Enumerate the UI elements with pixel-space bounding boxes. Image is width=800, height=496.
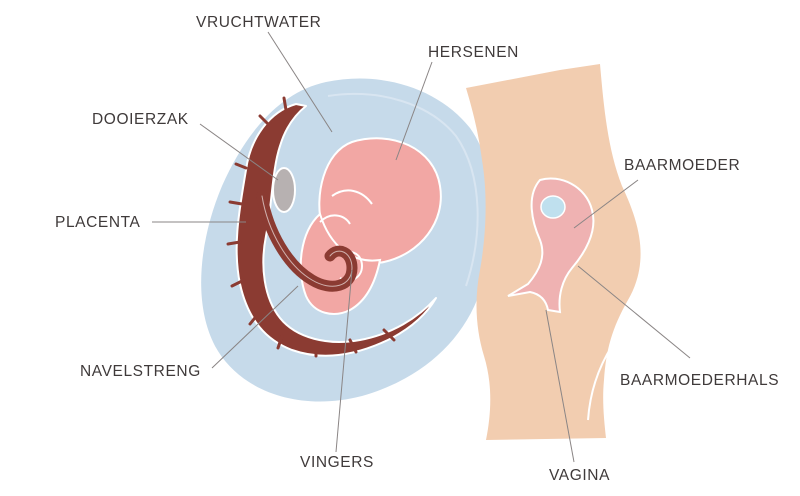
label-placenta: PLACENTA — [55, 214, 141, 231]
placenta-villi — [226, 96, 396, 358]
body-fold-line — [587, 345, 613, 421]
label-baarmoeder: BAARMOEDER — [624, 157, 740, 174]
dooierzak-leader — [199, 123, 279, 181]
yolk-sac — [272, 167, 296, 213]
label-navelstreng: NAVELSTRENG — [80, 363, 201, 380]
label-baarmoederhals: BAARMOEDERHALS — [620, 372, 779, 389]
embryo — [299, 137, 442, 315]
baarmoederhals-leader — [577, 265, 691, 359]
label-vruchtwater: VRUCHTWATER — [196, 14, 321, 31]
uterus-lumen — [540, 195, 566, 219]
label-vingers: VINGERS — [300, 454, 374, 471]
label-vagina: VAGINA — [549, 467, 610, 484]
navelstreng-leader — [211, 285, 299, 369]
vagina-leader — [545, 309, 575, 463]
label-dooierzak: DOOIERZAK — [92, 111, 189, 128]
amniotic-sac-inner-edge — [327, 92, 479, 287]
uterus — [507, 177, 595, 314]
vruchtwater-leader — [267, 31, 333, 133]
label-hersenen: HERSENEN — [428, 44, 519, 61]
umbilical-cord-outline — [261, 195, 353, 287]
vingers-leader — [335, 269, 353, 453]
baarmoeder-leader — [573, 179, 639, 229]
hersenen-leader — [395, 61, 433, 161]
